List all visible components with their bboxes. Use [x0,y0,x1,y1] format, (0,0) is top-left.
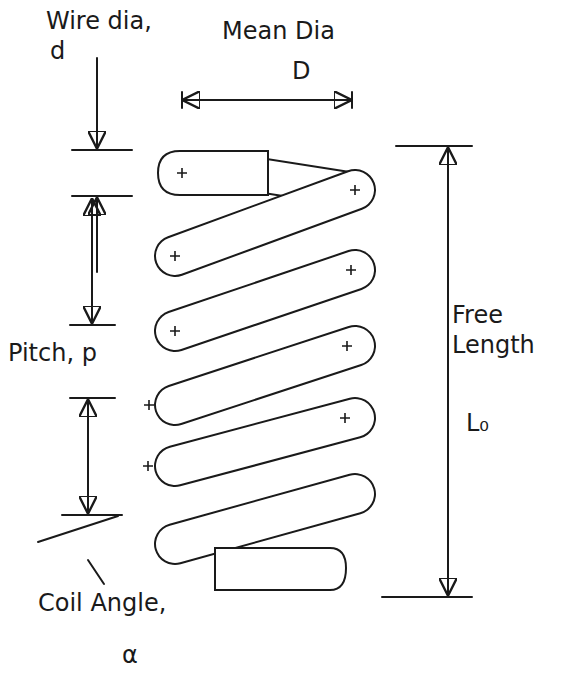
dimension-label: Free Length [452,300,564,360]
dimension-label: L₀ [466,408,489,438]
dimension-label: α [122,640,138,670]
spring-end [158,151,268,195]
extension-line [396,145,472,147]
extension-line [72,149,132,151]
dimension-label: Mean Dia [222,16,335,46]
dimension-line [184,99,350,101]
dimension-label: Wire dia, [46,6,152,36]
dimension-tick [181,92,183,108]
dimension-label: D [292,56,310,86]
extension-line [70,397,115,399]
dimension-line [87,401,89,512]
dimension-label: Coil Angle, [38,588,166,618]
extension-line [70,324,115,326]
dimension-label: Pitch, p [8,338,97,368]
dimension-line [91,200,93,322]
dimension-tick [351,92,353,108]
dimension-arrow [96,58,98,147]
leader-line [88,560,104,584]
dimension-arrow [96,199,98,272]
dimension-label: d [50,36,65,66]
extension-line [72,195,132,197]
angle-line [38,516,118,542]
dimension-line [447,149,449,594]
spring-end [215,548,346,590]
section-marks [143,168,360,471]
extension-line [382,596,472,598]
extension-line [62,514,122,516]
spring-coils [175,172,355,544]
